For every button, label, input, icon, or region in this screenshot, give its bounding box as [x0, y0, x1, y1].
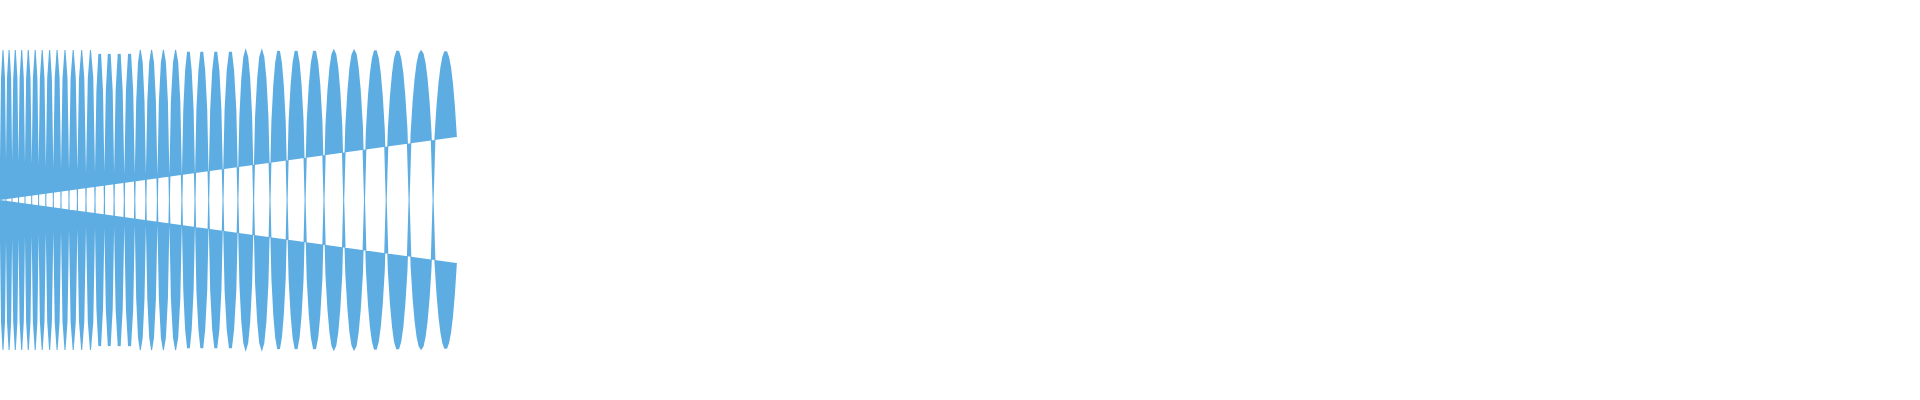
waveform-upper-envelope	[0, 48, 457, 201]
waveform-lower-envelope	[0, 199, 457, 352]
